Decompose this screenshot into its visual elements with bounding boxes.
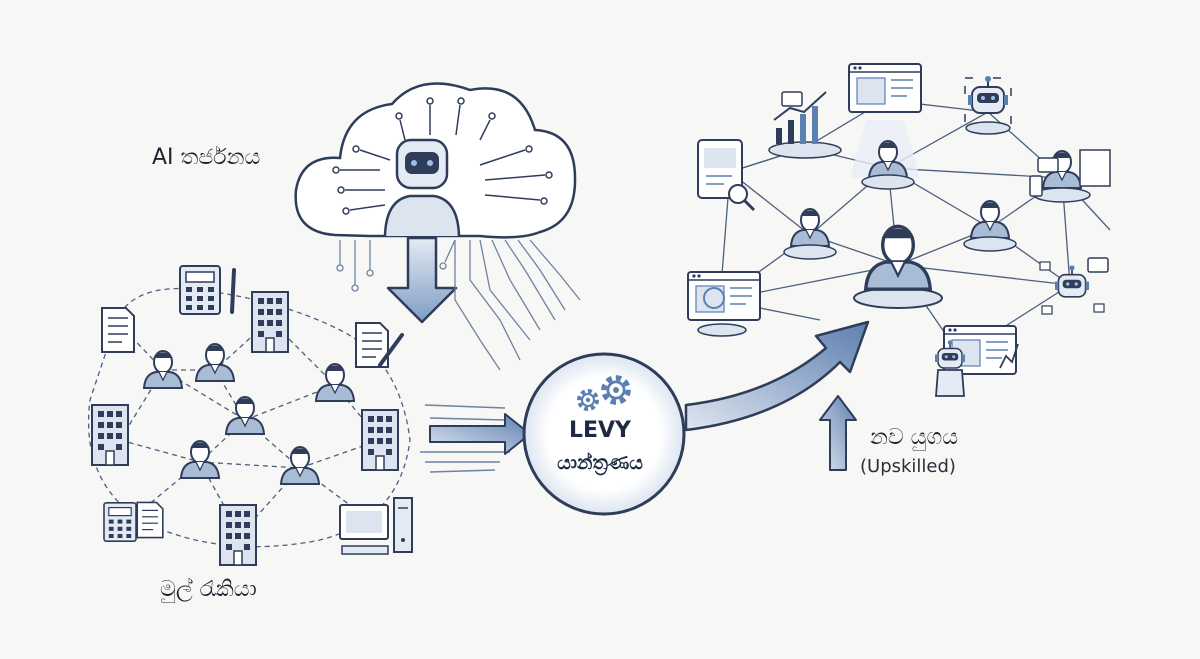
document-icon <box>136 501 164 539</box>
person-icon <box>280 446 320 485</box>
building-icon <box>219 504 257 566</box>
person-icon <box>790 208 830 247</box>
businessman-icon <box>1029 149 1111 203</box>
tablet-icon <box>697 139 756 212</box>
flow-lines <box>420 404 510 473</box>
levy-hub <box>522 352 686 516</box>
document-icon <box>101 307 135 353</box>
building-icon <box>251 291 289 353</box>
new-era-sublabel: (Upskilled) <box>860 456 956 477</box>
levy-title: LEVY <box>568 418 631 443</box>
chart-icon <box>768 91 842 159</box>
pen-icon <box>378 333 404 367</box>
ai-threat-label: AI තර්ජනය <box>152 145 261 170</box>
person-icon <box>180 440 220 479</box>
person-icon <box>315 363 355 402</box>
robot-presenter-icon <box>934 325 1019 397</box>
circuit-traces <box>336 239 581 371</box>
calculator-icon <box>103 501 137 543</box>
levy-subtitle: යාන්ත්‍රණය <box>557 452 643 474</box>
pen-icon <box>230 268 236 314</box>
calculator-icon <box>179 265 221 315</box>
right-arrow-icon <box>429 413 531 455</box>
up-arrow-icon <box>819 395 857 471</box>
cloud-icon <box>294 82 577 239</box>
robot-icon <box>383 138 461 237</box>
robot-icon <box>1039 257 1109 315</box>
computer-icon <box>339 497 413 555</box>
central-person-icon <box>853 224 943 309</box>
growth-arrow-icon <box>684 320 870 432</box>
building-icon <box>91 404 129 466</box>
original-workforce-label: මුල් රැකියා <box>160 577 257 602</box>
person-icon <box>195 343 235 382</box>
new-era-label: නව යුගය <box>870 425 959 450</box>
robot-icon <box>964 75 1012 135</box>
person-icon <box>225 396 265 435</box>
down-arrow-icon <box>386 236 458 324</box>
building-icon <box>361 409 399 471</box>
hologram-screen-icon <box>687 271 761 337</box>
